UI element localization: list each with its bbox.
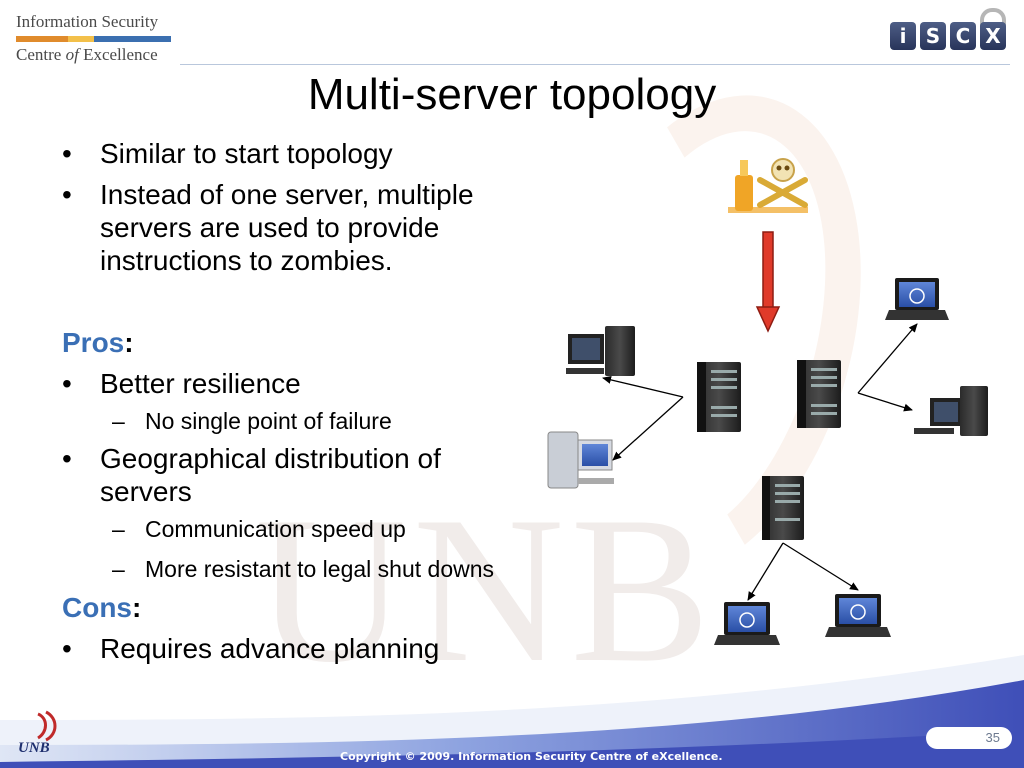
server-icon-right (797, 360, 841, 428)
lock-icon (980, 8, 1006, 28)
desktop-icon-upper-left (566, 326, 635, 376)
laptop-icon-bottom-left (714, 602, 780, 645)
iscx-letter-i: i (890, 22, 916, 50)
pros-heading: Pros: (62, 327, 134, 358)
server-icon-left (697, 362, 741, 432)
isc-logo: Information Security Centre of Excellenc… (16, 12, 176, 65)
logo-line1: Information Security (16, 12, 159, 31)
footer-wave (0, 655, 1024, 768)
page-number-pill (926, 727, 1012, 749)
attacker-icon (728, 158, 808, 213)
iscx-letter-s: S (920, 22, 946, 50)
desktop-icon-lower-left (547, 431, 614, 489)
cons-heading: Cons: (62, 592, 142, 623)
desktop-icon-right (914, 386, 988, 436)
connection-lines (602, 323, 918, 601)
unb-watermark: UNB (255, 474, 717, 706)
iscx-letter-x: X (980, 22, 1006, 50)
command-arrow (755, 231, 781, 333)
iscx-letter-c: C (950, 22, 976, 50)
laptop-icon-bottom-right (825, 594, 891, 637)
header-rule (180, 64, 1010, 65)
page-number: 35 (985, 730, 1000, 745)
logo-line2: Centre of Excellence (16, 45, 158, 64)
logo-color-bar (16, 36, 171, 42)
laptop-icon-top-right (885, 278, 949, 320)
server-icon-bottom (762, 476, 804, 540)
unb-logo-icon (16, 710, 66, 760)
slide-title: Multi-server topology (307, 70, 717, 119)
iscx-logo: i S C X (890, 8, 1010, 54)
unb-logo-text: UNB (18, 740, 50, 756)
copyright-text: Copyright © 2009. Information Security C… (340, 750, 723, 763)
